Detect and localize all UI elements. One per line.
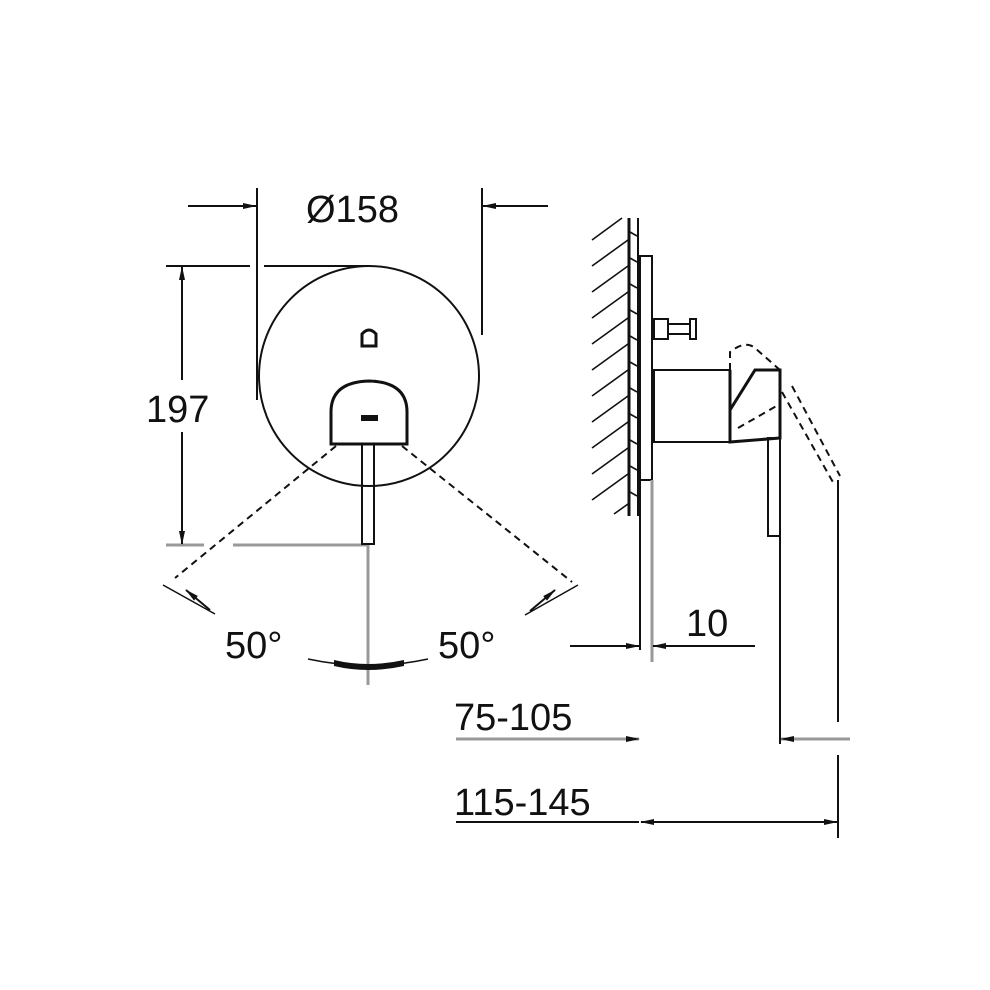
depth-range-1-label: 75-105 (454, 697, 572, 739)
handle-indicator (361, 415, 378, 421)
handle-lever (361, 443, 375, 545)
offset-dimension: 10 (570, 603, 755, 649)
escutcheon-plate (258, 265, 480, 487)
diverter-button (360, 328, 378, 348)
height-dimension: 197 (146, 265, 370, 547)
handle-body (329, 379, 409, 446)
depth-range-2-dimension: 115-145 (454, 782, 838, 825)
front-view: Ø158 197 (146, 188, 579, 685)
angle-left-label: 50° (225, 625, 282, 667)
offset-label: 10 (686, 603, 728, 645)
depth-range-2-label: 115-145 (454, 782, 591, 824)
rotation-angle-lines (162, 445, 579, 670)
diverter-button-side (653, 318, 669, 340)
diameter-dimension: Ø158 (188, 188, 548, 400)
height-label: 197 (146, 389, 209, 431)
escutcheon-plate-side (639, 255, 653, 481)
depth-range-1-dimension: 75-105 (454, 697, 850, 742)
diameter-label: Ø158 (306, 189, 399, 231)
wall-hatching (591, 217, 639, 516)
side-view: 10 75-105 115-145 (454, 217, 850, 838)
handle-lever-side (767, 437, 781, 537)
handle-body-side (653, 369, 731, 443)
angle-right-label: 50° (438, 625, 495, 667)
